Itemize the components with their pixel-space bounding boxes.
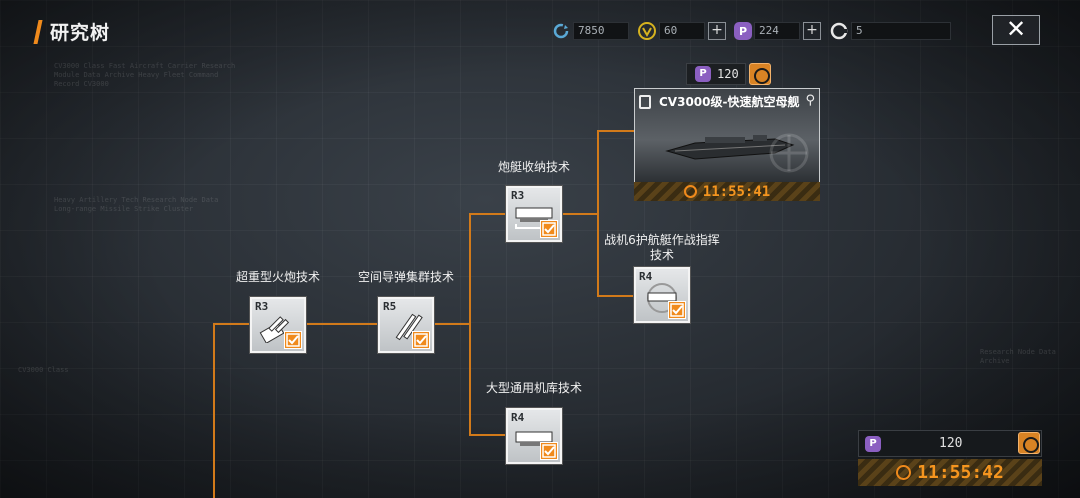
node-rank: R3 [511,189,525,202]
page-header: 研究树 [33,18,111,45]
p-token-icon: P [734,22,752,40]
lock-icon [639,95,651,109]
resource-gold: 60 + [637,21,726,41]
tech-node-gunboat-storage[interactable]: R3 [506,186,562,242]
completed-checkbox-icon [284,331,302,349]
add-token-button[interactable]: + [803,22,821,40]
escort-ship-icon [647,283,677,313]
completed-checkbox-icon [668,301,686,319]
clock-icon [683,185,697,198]
gauge-icon [829,21,849,41]
ship-card[interactable]: CV3000级-快速航空母舰 ⚲ [634,88,820,183]
resource-refresh: 7850 [551,21,629,41]
resource-value: 224 [754,22,800,40]
missile-cluster-icon [395,313,423,341]
resource-value: 7850 [573,22,629,40]
magnifier-icon[interactable]: ⚲ [805,93,815,108]
refresh-icon [551,21,571,41]
tree-line [434,323,470,325]
node-rank: R4 [511,411,525,424]
node-label: 空间导弹集群技术 [357,270,454,284]
page-title: 研究树 [50,22,111,44]
ship-name: CV3000级-快速航空母舰 [659,95,800,109]
add-gold-button[interactable]: + [708,22,726,40]
p-token-icon: P [865,436,881,452]
speedup-button[interactable] [749,63,771,85]
tech-node-hangar[interactable]: R4 [506,408,562,464]
ship-cost-value: 120 [717,67,739,81]
hangar-icon [515,431,553,446]
resource-value: 60 [659,22,705,40]
tree-line [469,213,471,435]
node-label: 炮艇收纳技术 [497,160,570,174]
completed-checkbox-icon [540,220,558,238]
node-rank: R4 [639,270,653,283]
ship-timer: 11:55:41 [702,183,771,200]
resource-gauge: 5 [829,21,951,41]
background-text: CV3000 Class [18,366,69,374]
background-text: Heavy Artillery Tech Research Node Data … [54,196,219,213]
node-rank: R3 [255,300,269,313]
clock-icon [896,465,912,480]
tree-line [213,323,250,325]
research-cost-panel: P 120 [858,430,1042,457]
speedup-button[interactable] [1018,432,1040,454]
tree-line [306,323,378,325]
node-label: 战机6护航艇作战指挥技术 [604,233,720,262]
crosshair-emblem-icon [769,133,809,173]
title-accent-bar [33,19,43,44]
carrier-ship-image [665,135,795,160]
tree-line [597,130,599,296]
background-text: Research Node Data Archive [980,348,1056,365]
resource-token: P 224 + [734,21,821,41]
tech-node-escort-command[interactable]: R4 [634,267,690,323]
tree-line [469,213,506,215]
tech-node-heavy-cannon[interactable]: R3 [250,297,306,353]
tree-line [597,130,634,132]
tree-line [469,434,506,436]
completed-checkbox-icon [412,331,430,349]
completed-checkbox-icon [540,442,558,460]
ship-cost-tag: P 120 [686,63,746,85]
p-token-icon: P [695,66,711,82]
heavy-cannon-icon [259,316,290,343]
research-timer-bar: 11:55:42 [858,459,1042,486]
resource-value: 5 [851,22,951,40]
gold-emblem-icon [637,21,657,41]
node-label: 超重型火炮技术 [235,270,320,284]
background-text: CV3000 Class Fast Aircraft Carrier Resea… [54,62,236,88]
close-button[interactable]: ✕ [992,15,1040,45]
node-rank: R5 [383,300,397,313]
tech-node-missile-cluster[interactable]: R5 [378,297,434,353]
tree-line [597,295,634,297]
node-label: 大型通用机库技术 [485,381,582,395]
research-timer: 11:55:42 [917,462,1004,483]
tree-line [562,213,598,215]
ship-timer-bar: 11:55:41 [634,182,820,201]
research-cost-value: 120 [939,436,963,451]
tree-line [213,323,215,498]
